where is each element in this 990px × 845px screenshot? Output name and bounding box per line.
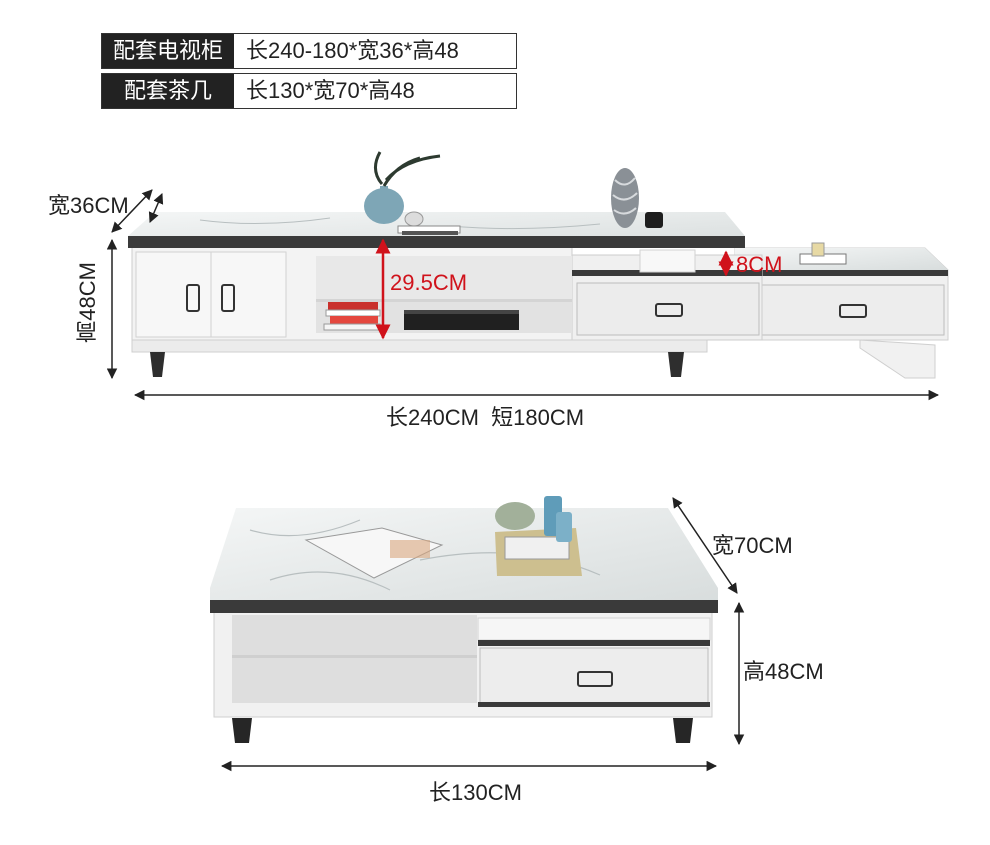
table-width-label: 宽70CM bbox=[712, 533, 793, 558]
spec-key: 配套茶几 bbox=[102, 74, 234, 108]
tv-height-label: 高48CM bbox=[75, 262, 100, 343]
spec-table: 配套电视柜 长240-180*宽36*高48 配套茶几 长130*宽70*高48 bbox=[101, 33, 517, 113]
table-height-label: 高48CM bbox=[743, 659, 824, 684]
table-length-label: 长130CM bbox=[429, 780, 522, 805]
spec-row-coffee-table: 配套茶几 长130*宽70*高48 bbox=[101, 73, 517, 109]
spec-key: 配套电视柜 bbox=[102, 34, 234, 68]
coffee-table bbox=[210, 496, 718, 743]
spec-value: 长130*宽70*高48 bbox=[246, 78, 415, 103]
table-width-arrow bbox=[672, 497, 738, 594]
tv-length-label: 长240CM 短180CM bbox=[386, 405, 585, 430]
tv-gap-label: 29.5CM bbox=[390, 270, 468, 295]
spec-row-tv-cabinet: 配套电视柜 长240-180*宽36*高48 bbox=[101, 33, 517, 69]
tv-drawer-label: 8CM bbox=[736, 252, 783, 277]
tv-width-label: 宽36CM bbox=[48, 193, 129, 218]
spec-value: 长240-180*宽36*高48 bbox=[246, 38, 459, 63]
tv-width-arrow bbox=[111, 189, 153, 233]
tv-cabinet bbox=[128, 151, 949, 379]
